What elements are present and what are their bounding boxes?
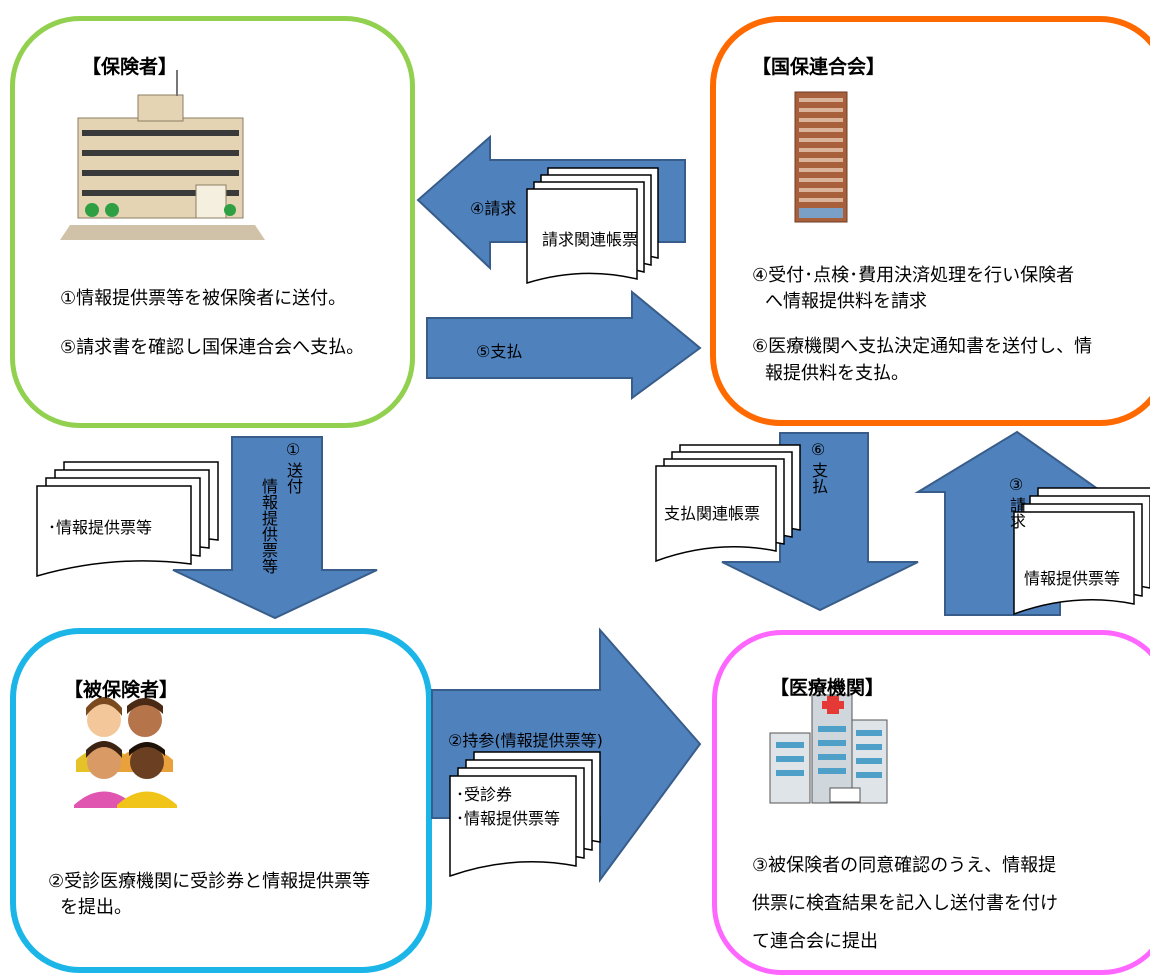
req3-arrow-label: 請求 — [1007, 497, 1026, 529]
info-docs2-stack — [1013, 487, 1150, 616]
office-tower-icon — [794, 91, 848, 223]
medical-title: 【医療機関】 — [770, 677, 885, 699]
request-docs-stack — [526, 167, 659, 285]
ticket-label: ･受診券 — [456, 785, 513, 804]
pay6-arrow-number: ⑥ — [810, 440, 826, 459]
pay-docs-label: 支払関連帳票 — [664, 504, 761, 523]
send-arrow — [172, 436, 378, 620]
ticket-docs-stack — [449, 751, 601, 878]
info-docs-stack — [36, 461, 219, 577]
insurer-step5-text: ⑤請求書を確認し国保連合会へ支払。 — [60, 337, 365, 358]
pay-docs-stack — [655, 444, 801, 563]
payment-arrow-label: ⑤支払 — [476, 342, 523, 361]
bring-arrow-label: ②持参(情報提供票等) — [448, 731, 603, 750]
request-docs-label: 請求関連帳票 — [542, 230, 639, 249]
medical-step3-text-1: ③被保険者の同意確認のうえ、情報提 — [752, 855, 1057, 876]
send-arrow-number: ① — [285, 440, 301, 459]
info-docs3-label: ･情報提供票等 — [456, 809, 561, 828]
union-step4-text-1: ④受付･点検･費用決済処理を行い保険者 — [752, 265, 1075, 286]
send-arrow-label-b: 送付 — [284, 462, 303, 494]
send-arrow-label-a: 情報提供票等 — [259, 478, 278, 574]
insured-step2-text-1: ②受診医療機関に受診券と情報提供票等 — [48, 871, 371, 892]
info-docs2-label: 情報提供票等 — [1024, 569, 1121, 588]
pay6-arrow-label: 支払 — [809, 462, 828, 494]
city-hall-icon — [60, 70, 265, 240]
union-step6-text-1: ⑥医療機関へ支払決定通知書を送付し、情 — [752, 336, 1093, 357]
union-title: 【国保連合会】 — [752, 56, 886, 78]
pay6-arrow — [721, 432, 919, 612]
hospital-icon — [769, 694, 888, 804]
payment-arrow — [426, 289, 702, 400]
medical-step3-text-2: 供票に検査結果を記入し送付書を付け — [752, 893, 1058, 914]
insured-step2-text-2: を提出。 — [60, 897, 132, 918]
union-step6-text-2: 報提供料を支払。 — [765, 363, 909, 384]
request-arrow-label: ④請求 — [470, 199, 517, 218]
insurer-step1-text: ①情報提供票等を被保険者に送付。 — [60, 288, 347, 309]
req3-arrow-number: ③ — [1008, 475, 1024, 494]
union-step4-text-2: へ情報提供料を請求 — [765, 291, 927, 312]
insurer-title: 【保険者】 — [82, 56, 178, 78]
insured-title: 【被保険者】 — [64, 679, 179, 701]
people-icon — [74, 697, 177, 808]
insurer-box — [10, 16, 415, 428]
union-box — [710, 16, 1150, 426]
info-docs-label: ･情報提供票等 — [48, 518, 153, 537]
medical-step3-text-3: て連合会に提出 — [752, 931, 878, 952]
